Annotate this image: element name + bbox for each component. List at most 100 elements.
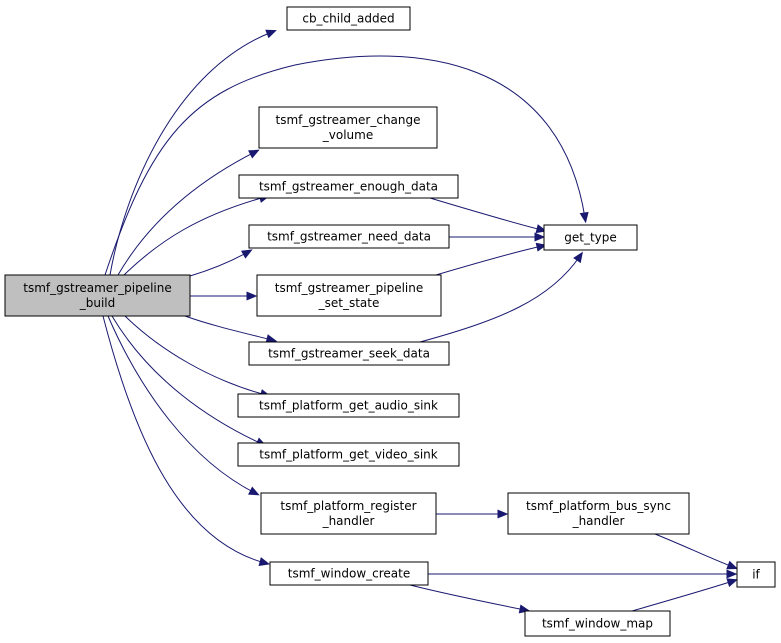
edge-line (109, 31, 273, 276)
node-label-line: tsmf_gstreamer_change (275, 113, 420, 127)
function-node-register-handler[interactable]: tsmf_platform_register_handler (260, 492, 437, 535)
node-label-line: _set_state (318, 296, 380, 310)
function-node-pipeline-set-state[interactable]: tsmf_gstreamer_pipeline_set_state (256, 274, 442, 317)
function-node-need-data[interactable]: tsmf_gstreamer_need_data (248, 224, 450, 249)
node-label-line: tsmf_platform_register (280, 499, 416, 513)
arrowhead (579, 211, 589, 224)
node-label-line: tsmf_gstreamer_pipeline (23, 281, 171, 295)
node-box[interactable] (269, 561, 429, 586)
call-edge-root-to-window_create (102, 315, 271, 566)
edge-line (117, 151, 256, 276)
function-node-window-map[interactable]: tsmf_window_map (524, 610, 671, 637)
node-box[interactable] (507, 492, 690, 535)
edge-line (107, 315, 256, 494)
function-node-video-sink[interactable]: tsmf_platform_get_video_sink (237, 442, 460, 467)
arrowhead (240, 249, 253, 259)
node-box[interactable] (736, 561, 776, 588)
node-box[interactable] (286, 6, 411, 31)
call-edge-bus_sync_handler-to-if (654, 533, 738, 570)
edge-line (189, 251, 249, 277)
arrowhead (535, 224, 548, 234)
arrowhead (248, 149, 260, 159)
edge-line (123, 196, 266, 276)
node-box[interactable] (256, 274, 442, 317)
node-box[interactable] (543, 224, 638, 251)
function-node-cb-child-added[interactable]: cb_child_added (286, 6, 411, 31)
node-box[interactable] (237, 442, 460, 467)
arrowhead (726, 578, 739, 588)
node-label-line: get_type (564, 231, 617, 245)
edge-line (409, 584, 526, 611)
arrowhead (265, 29, 277, 39)
call-edge-pipeline_set_state-to-get_type (435, 242, 548, 276)
call-edge-root-to-pipeline_set_state (190, 291, 258, 301)
function-nodes: tsmf_gstreamer_pipeline_buildcb_child_ad… (4, 6, 776, 637)
arrowhead (265, 334, 278, 344)
node-label-line: tsmf_platform_bus_sync (526, 499, 671, 513)
node-box[interactable] (524, 610, 671, 637)
function-node-root[interactable]: tsmf_gstreamer_pipeline_build (4, 274, 191, 317)
edge-line (435, 245, 543, 276)
edge-line (654, 533, 734, 568)
edge-line (102, 315, 266, 564)
node-label-line: tsmf_gstreamer_seek_data (268, 347, 430, 361)
node-box[interactable] (260, 492, 437, 535)
node-label-line: tsmf_gstreamer_pipeline (275, 281, 423, 295)
arrowhead (258, 557, 271, 566)
arrowhead (534, 232, 546, 242)
node-box[interactable] (258, 106, 438, 149)
call-edge-root-to-need_data (189, 249, 253, 277)
edge-line (631, 580, 734, 612)
edge-line (111, 315, 263, 445)
arrowhead (726, 560, 738, 570)
call-edge-root-to-get_type (104, 55, 589, 276)
call-edge-window_create-to-window_map (409, 584, 531, 614)
function-node-bus-sync-handler[interactable]: tsmf_platform_bus_sync_handler (507, 492, 690, 535)
call-edge-root-to-enough_data (123, 194, 271, 276)
call-edge-window_create-to-if (428, 569, 738, 579)
arrowhead (497, 509, 509, 519)
edge-line (124, 315, 267, 396)
node-label-line: _build (79, 296, 116, 310)
node-label-line: tsmf_window_map (542, 617, 653, 631)
function-node-if[interactable]: if (736, 561, 776, 588)
function-node-get-type[interactable]: get_type (543, 224, 638, 251)
node-label-line: tsmf_gstreamer_need_data (267, 230, 431, 244)
node-label-line: _handler (322, 514, 375, 528)
node-label-line: cb_child_added (302, 12, 394, 26)
node-label-line: tsmf_gstreamer_enough_data (259, 180, 438, 194)
call-edge-root-to-seek_data (184, 315, 278, 344)
arrowhead (248, 486, 260, 496)
node-box[interactable] (248, 341, 450, 366)
node-label-line: _handler (572, 514, 625, 528)
function-node-seek-data[interactable]: tsmf_gstreamer_seek_data (248, 341, 450, 366)
arrowhead (246, 291, 258, 301)
node-label-line: tsmf_platform_get_audio_sink (259, 399, 438, 413)
function-node-change-volume[interactable]: tsmf_gstreamer_change_volume (258, 106, 438, 149)
function-node-window-create[interactable]: tsmf_window_create (269, 561, 429, 586)
call-edge-enough_data-to-get_type (429, 197, 548, 234)
call-edge-root-to-audio_sink (124, 315, 272, 398)
node-label-line: tsmf_window_create (288, 567, 411, 581)
node-box[interactable] (238, 174, 459, 199)
function-node-enough-data[interactable]: tsmf_gstreamer_enough_data (238, 174, 459, 199)
node-label-line: tsmf_platform_get_video_sink (259, 448, 438, 462)
arrowhead (573, 251, 583, 264)
call-edge-root-to-change_volume (117, 149, 260, 276)
edge-line (429, 197, 543, 231)
call-edge-root-to-video_sink (111, 315, 267, 447)
call-edge-register_handler-to-bus_sync_handler (436, 509, 509, 519)
node-box[interactable] (248, 224, 450, 249)
edge-line (184, 315, 273, 341)
edge-line (104, 55, 586, 276)
call-edge-seek_data-to-get_type (419, 251, 583, 343)
edge-line (419, 255, 581, 343)
call-edge-window_map-to-if (631, 578, 739, 612)
function-node-audio-sink[interactable]: tsmf_platform_get_audio_sink (237, 393, 460, 418)
node-box[interactable] (237, 393, 460, 418)
node-label-line: if (752, 568, 760, 582)
arrowhead (726, 569, 738, 579)
call-edge-need_data-to-get_type (449, 232, 546, 242)
node-box[interactable] (4, 274, 191, 317)
